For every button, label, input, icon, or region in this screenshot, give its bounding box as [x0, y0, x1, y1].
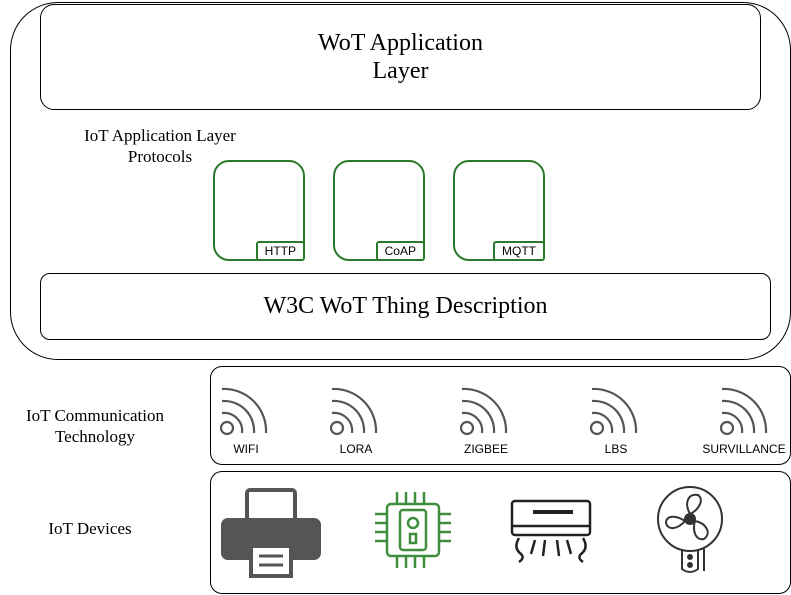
lbs-signal-icon — [589, 387, 638, 436]
tech-label-lbs: LBS — [604, 442, 628, 456]
iot-application-layer-protocols-label: IoT Application Layer Protocols — [70, 125, 250, 167]
tech-label-lora: LORA — [339, 442, 373, 456]
protocol-box-coap: CoAP — [333, 160, 425, 261]
protocol-tag-http: HTTP — [255, 241, 305, 261]
protocols-label-line2: Protocols — [127, 147, 193, 166]
surveillance-signal-icon — [719, 387, 768, 436]
tech-label-zigbee: ZIGBEE — [463, 442, 508, 456]
tech-label-wifi: WIFI — [233, 442, 259, 456]
protocol-box-mqtt: MQTT — [453, 160, 545, 261]
tech-label-survillance: SURVILLANCE — [702, 442, 786, 456]
microchip-icon — [375, 492, 451, 568]
iot-devices-label: IoT Devices — [20, 518, 160, 539]
air-conditioner-icon — [510, 499, 592, 564]
zigbee-signal-icon — [459, 387, 508, 436]
protocol-tag-mqtt: MQTT — [493, 241, 545, 261]
wot-application-layer-line1: WoT Application — [318, 30, 483, 56]
printer-icon — [221, 488, 321, 578]
wifi-icon — [219, 387, 268, 436]
comm-label-line1: IoT Communication — [25, 406, 165, 425]
thing-description-box: W3C WoT Thing Description — [40, 273, 771, 340]
lora-signal-icon — [329, 387, 378, 436]
wall-fan-icon — [657, 486, 723, 573]
comm-label-line2: Technology — [54, 427, 135, 446]
wot-application-layer-line2: Layer — [372, 58, 429, 84]
protocol-tag-coap: CoAP — [375, 241, 425, 261]
devices-label-text: IoT Devices — [48, 519, 132, 538]
thing-description-label: W3C WoT Thing Description — [263, 293, 548, 319]
iot-communication-technology-label: IoT Communication Technology — [10, 405, 180, 447]
wot-application-layer-box: WoT Application Layer — [40, 4, 761, 110]
protocol-box-http: HTTP — [213, 160, 305, 261]
protocols-label-line1: IoT Application Layer — [84, 126, 236, 145]
